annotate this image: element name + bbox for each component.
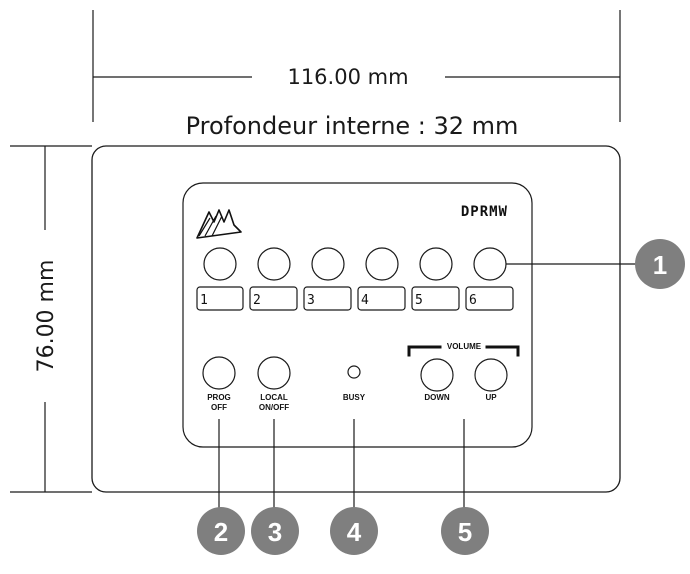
callout-2	[197, 507, 245, 555]
brand-name: DPRMW	[461, 204, 508, 220]
volume-label: VOLUME	[447, 342, 482, 351]
local-label-line2: ON/OFF	[259, 403, 289, 412]
preset-number-2: 2	[253, 293, 261, 308]
depth-label: Profondeur interne : 32 mm	[186, 112, 519, 140]
callout-1-number: 1	[653, 250, 667, 280]
callout-5	[441, 507, 489, 555]
preset-button-6[interactable]	[473, 247, 507, 281]
height-label: 76.00 mm	[34, 260, 59, 373]
preset-label-box-3	[303, 286, 352, 311]
callout-leaders	[218, 263, 640, 516]
volume-up-button[interactable]	[474, 358, 508, 392]
callout-4-number: 4	[347, 517, 362, 547]
callout-markers	[197, 239, 685, 555]
preset-label-box-6	[465, 286, 514, 311]
local-label-line1: LOCAL	[260, 393, 288, 402]
preset-button-4[interactable]	[365, 247, 399, 281]
height-dimension	[10, 145, 92, 493]
callout-3	[251, 507, 299, 555]
preset-label-box-1	[196, 286, 244, 311]
width-label: 116.00 mm	[287, 65, 408, 89]
preset-label-boxes	[196, 286, 514, 311]
preset-buttons[interactable]	[203, 247, 507, 281]
preset-number-1: 1	[200, 293, 208, 308]
callout-5-number: 5	[458, 517, 472, 547]
preset-button-3[interactable]	[311, 247, 345, 281]
preset-number-3: 3	[307, 293, 315, 308]
callout-1	[635, 239, 685, 289]
callout-2-number: 2	[214, 517, 228, 547]
prog-label-line1: PROG	[207, 393, 231, 402]
preset-number-5: 5	[415, 293, 423, 308]
callout-3-number: 3	[268, 517, 282, 547]
brand-logo-icon	[196, 209, 242, 239]
preset-label-box-2	[249, 286, 298, 311]
busy-label: BUSY	[343, 393, 366, 402]
preset-label-box-5	[411, 286, 460, 311]
volume-down-button[interactable]	[420, 358, 454, 392]
preset-number-6: 6	[469, 293, 477, 308]
preset-button-1[interactable]	[203, 247, 237, 281]
preset-label-box-4	[357, 286, 406, 311]
inner-panel	[182, 182, 533, 448]
down-label: DOWN	[424, 393, 450, 402]
up-label: UP	[485, 393, 497, 402]
busy-indicator-led	[347, 365, 361, 379]
local-on-off-button[interactable]	[257, 356, 291, 390]
volume-bracket	[407, 345, 520, 357]
preset-button-5[interactable]	[419, 247, 453, 281]
width-dimension	[92, 10, 621, 122]
prog-label-line2: OFF	[211, 403, 227, 412]
preset-button-2[interactable]	[257, 247, 291, 281]
preset-number-4: 4	[361, 293, 369, 308]
prog-off-button[interactable]	[202, 356, 236, 390]
callout-4	[330, 507, 378, 555]
